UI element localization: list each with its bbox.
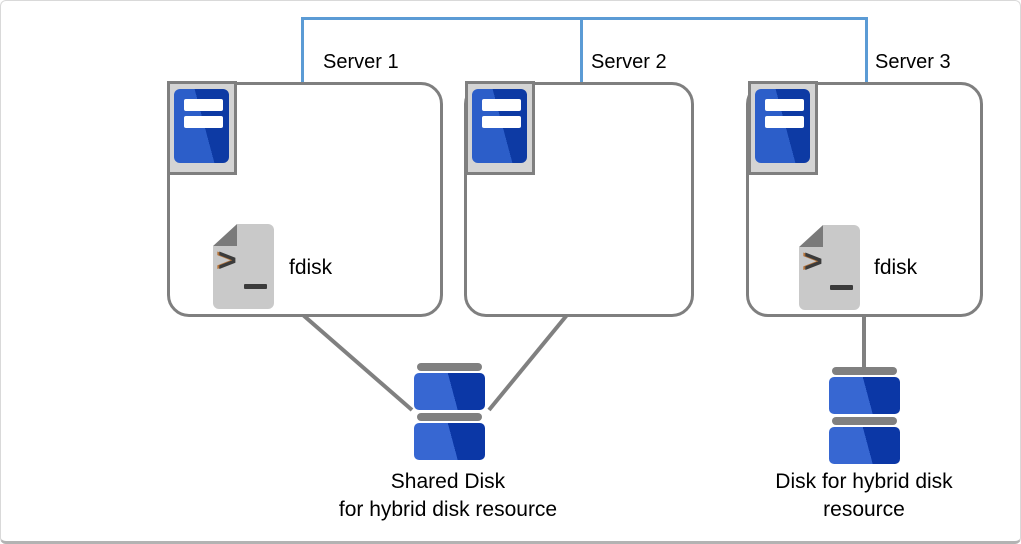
hybrid-disk-caption: Disk for hybrid disk resource	[714, 468, 1014, 524]
disk-platter	[829, 377, 900, 414]
server1-tower-icon	[167, 81, 237, 175]
terminal-prompt-icon: >	[218, 242, 237, 278]
fdisk-label-server3: fdisk	[874, 256, 918, 279]
tower-slot	[765, 99, 804, 111]
tower-slot	[184, 99, 223, 111]
terminal-prompt-icon: >	[804, 243, 823, 279]
fdisk-script-icon: >	[213, 224, 274, 309]
disk-platter	[414, 423, 485, 460]
server3-label: Server 3	[875, 51, 951, 73]
caption-line: Disk for hybrid disk	[775, 470, 953, 493]
connector-server1-shared-disk	[301, 313, 414, 412]
disk-platter	[829, 427, 900, 464]
disk-cap	[832, 367, 897, 375]
tower-slot	[482, 116, 521, 128]
server3-tower-icon	[748, 81, 818, 175]
caption-line: for hybrid disk resource	[338, 498, 558, 521]
disk-platter	[414, 373, 485, 410]
connector-server2-shared-disk	[487, 313, 569, 412]
shared-disk-caption: Shared Disk for hybrid disk resource	[288, 468, 608, 524]
fdisk-label-server1: fdisk	[289, 256, 333, 279]
disk-cap	[417, 363, 482, 371]
network-interconnect-line	[301, 17, 868, 82]
tower-body	[755, 89, 810, 163]
tower-slot	[765, 116, 804, 128]
cursor-underscore-icon	[244, 284, 267, 289]
caption-line: resource	[823, 498, 905, 521]
fdisk-script-icon: >	[799, 225, 860, 310]
disk-cap	[417, 413, 482, 421]
shared-disk-icon	[414, 363, 485, 463]
tower-slot	[482, 99, 521, 111]
server2-label: Server 2	[591, 51, 667, 73]
server2-tower-icon	[465, 81, 535, 175]
tower-body	[472, 89, 527, 163]
tower-body	[174, 89, 229, 163]
caption-line: Shared Disk	[390, 470, 506, 493]
tower-slot	[184, 116, 223, 128]
server2-box	[464, 82, 694, 317]
server1-label: Server 1	[323, 51, 399, 73]
hybrid-disk-icon	[829, 367, 900, 467]
disk-cap	[832, 417, 897, 425]
cursor-underscore-icon	[830, 285, 853, 290]
